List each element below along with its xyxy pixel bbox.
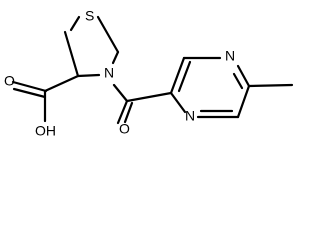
bond-n1-c2 (169, 91, 187, 114)
bond-carbonyl-ring (125, 91, 173, 103)
pyrazine-nitrogen-top-label: N (225, 48, 235, 64)
bond-carbonyl-o-b (123, 101, 134, 124)
ring-nitrogen-atom-label: N (104, 65, 114, 81)
bond-n4-c5-inner (232, 72, 244, 90)
thiazolidine-ring (63, 15, 120, 78)
bond-c5-c6 (236, 84, 251, 119)
acid-oxygen-label: O (4, 73, 15, 89)
pyrazine-ring (169, 56, 251, 119)
bond-cooh-o-double-a (11, 80, 48, 93)
bond-c2-n (111, 50, 120, 65)
acid-hydroxyl-label: OH (35, 123, 56, 139)
sulfur-atom-label: S (85, 8, 94, 24)
bond-c2-c3 (169, 56, 186, 95)
amide-linkage (112, 83, 173, 125)
bond-n-c4 (76, 73, 101, 78)
bond-n-carbonyl (112, 83, 129, 103)
bond-s-c2 (96, 15, 120, 54)
bond-c4-c5 (63, 30, 80, 78)
carboxylic-acid-group (11, 74, 80, 123)
bond-c4-cooh (43, 74, 80, 93)
carbonyl-oxygen-label: O (119, 121, 130, 137)
structure-svg: S N N N O O OH (4, 8, 294, 139)
bond-carbonyl-o-a (116, 99, 129, 125)
chemical-structure-diagram: S N N N O O OH (4, 7, 294, 139)
bond-c2-c3-inner (177, 60, 192, 93)
bond-c5-s (69, 15, 81, 32)
bond-n4-c5 (236, 64, 251, 88)
methyl-bond (247, 83, 294, 88)
bond-cooh-o-double-b (12, 87, 47, 99)
pyrazine-nitrogen-bottom-label: N (185, 108, 195, 124)
